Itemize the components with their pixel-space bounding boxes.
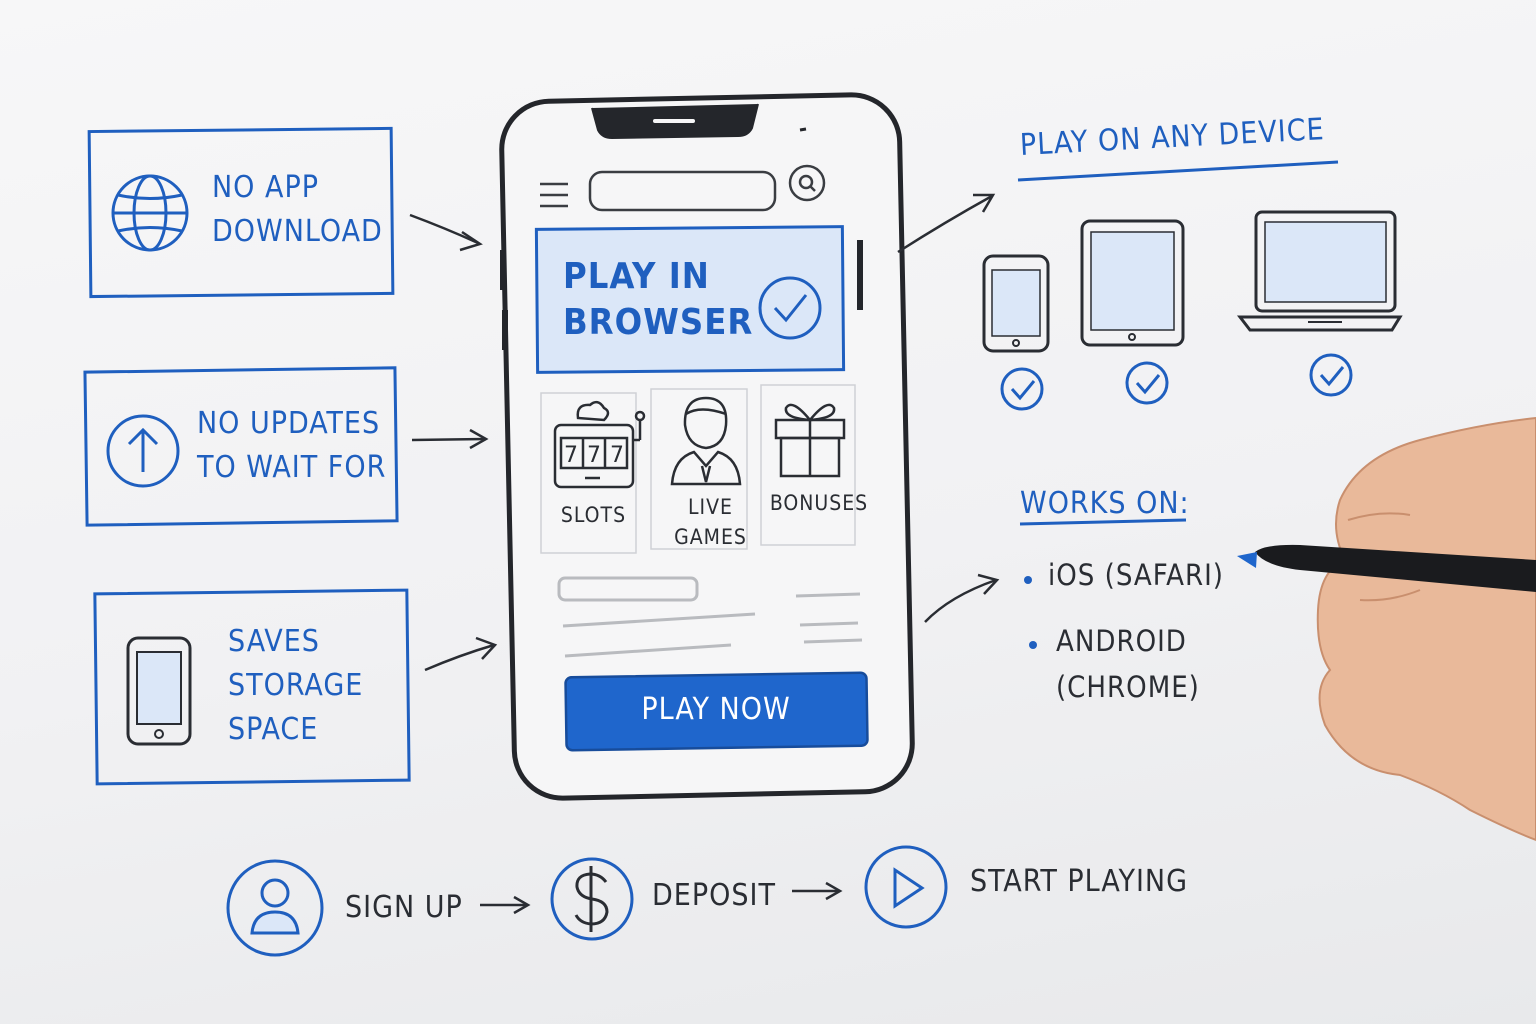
step-deposit-label: DEPOSIT — [652, 876, 776, 916]
dollar-icon — [552, 859, 632, 939]
banner-line-2: BROWSER — [563, 300, 753, 346]
slot-reels-text: 777 — [564, 443, 633, 468]
placeholder-line — [804, 640, 862, 642]
feature-3-label: SAVES STORAGE SPACE — [228, 620, 363, 752]
placeholder-line — [796, 594, 860, 596]
tile-live-line-1: LIVE — [653, 492, 768, 522]
tile-bonuses-line-1: BONUSES — [761, 488, 877, 518]
feature-arrows — [410, 215, 495, 670]
works-on-android-line-1: ANDROID — [1056, 618, 1200, 664]
feature-1-line-1: NO APP — [212, 166, 383, 210]
feature-1-label: NO APP DOWNLOAD — [212, 166, 383, 254]
bullet — [1029, 641, 1037, 649]
works-on-item-ios: iOS (SAFARI) — [1048, 553, 1224, 597]
devices-arrow — [898, 195, 997, 622]
play-icon — [866, 847, 946, 927]
feature-2-line-1: NO UPDATES — [197, 402, 386, 446]
works-on-android-line-2: (CHROME) — [1056, 664, 1200, 710]
tile-slots-line-1: SLOTS — [541, 500, 646, 530]
arrow-up-circle-icon — [108, 416, 178, 486]
check-icon — [1002, 369, 1042, 409]
tile-bonuses-label: BONUSES — [761, 488, 877, 518]
placeholder-line — [800, 623, 858, 625]
globe-icon — [113, 176, 187, 250]
smartphone-icon — [128, 638, 190, 744]
feature-3-line-2: STORAGE — [228, 664, 363, 708]
tile-live-label: LIVE GAMES — [653, 492, 768, 552]
feature-2-line-2: TO WAIT FOR — [197, 446, 386, 490]
play-now-label[interactable]: PLAY NOW — [566, 690, 866, 730]
devices-heading-underline — [1018, 162, 1338, 180]
banner-line-1: PLAY IN — [563, 254, 753, 300]
tile-live-line-2: GAMES — [653, 522, 768, 552]
works-on-item-android: ANDROID (CHROME) — [1056, 618, 1200, 710]
device-smartphone — [984, 256, 1048, 351]
check-icon — [1127, 363, 1167, 403]
works-on-ios-line: iOS (SAFARI) — [1048, 553, 1224, 597]
tile-slots-label: SLOTS — [541, 500, 646, 530]
device-laptop — [1240, 212, 1400, 330]
hand-holding-marker — [1237, 418, 1536, 840]
step-sign-up-label: SIGN UP — [345, 888, 463, 928]
banner-text: PLAY IN BROWSER — [563, 254, 753, 346]
step-start-playing-label: START PLAYING — [970, 862, 1188, 902]
feature-2-label: NO UPDATES TO WAIT FOR — [197, 402, 386, 490]
user-icon — [228, 861, 322, 955]
check-icon — [1311, 355, 1351, 395]
bullet — [1024, 576, 1032, 584]
works-on-heading: WORKS ON: — [1020, 484, 1190, 524]
feature-3-line-3: SPACE — [228, 708, 363, 752]
feature-3-line-1: SAVES — [228, 620, 363, 664]
feature-1-line-2: DOWNLOAD — [212, 210, 383, 254]
device-tablet — [1082, 221, 1183, 345]
